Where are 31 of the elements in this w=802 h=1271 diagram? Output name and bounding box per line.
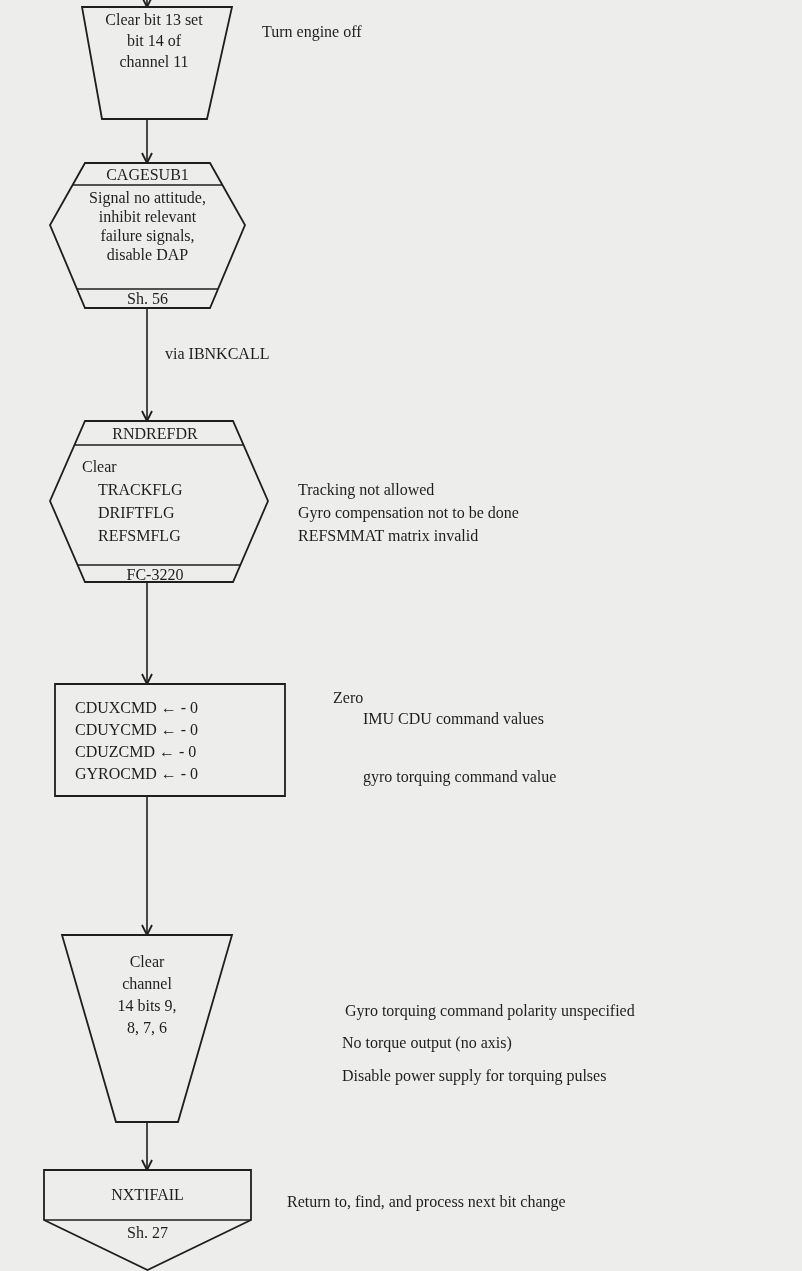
node-text: Clear TRACKFLG DRIFTFLG REFSMFLG	[82, 457, 184, 546]
arrow	[141, 307, 153, 422]
arrow	[141, 795, 153, 936]
node-text: Clear channel 14 bits 9, 8, 7, 6	[116, 952, 178, 1038]
flowchart-reference: FC-3220	[125, 565, 185, 584]
assignment-text: CDUYCMD ← - 0	[75, 720, 200, 740]
annotation-note: Gyro torquing command polarity unspecified	[345, 1001, 635, 1022]
routine-name: NXTIFAIL	[110, 1185, 185, 1204]
node-text: Signal no attitude, inhibit relevant failure signals, disable DAP	[88, 188, 207, 264]
arrow	[141, 118, 153, 164]
annotation-note: Turn engine off	[262, 22, 362, 43]
assignment-text: CDUZCMD ← - 0	[75, 742, 198, 762]
routine-name: RNDREFDR	[111, 424, 199, 443]
node-text: Clear bit 13 set bit 14 of channel 11	[104, 10, 204, 72]
arrow	[141, 0, 153, 8]
annotation-note: Return to, find, and process next bit change	[287, 1192, 566, 1213]
annotation-note: Zero	[333, 688, 364, 708]
annotation-note: No torque output (no axis)	[342, 1033, 512, 1054]
annotation-note: Tracking not allowed	[298, 480, 435, 501]
assignment-text: GYROCMD ← - 0	[75, 764, 200, 784]
assignment-text: CDUXCMD ← - 0	[75, 698, 200, 718]
arrow	[141, 581, 153, 685]
sheet-reference: Sh. 27	[126, 1223, 169, 1242]
sheet-reference: Sh. 56	[126, 289, 169, 308]
annotation-note: REFSMMAT matrix invalid	[298, 526, 479, 546]
annotation-note: Gyro compensation not to be done	[298, 503, 519, 524]
arrow	[141, 1121, 153, 1171]
routine-name: CAGESUB1	[105, 165, 190, 184]
annotation-note: gyro torquing command value	[363, 767, 557, 788]
annotation-note: IMU CDU command values	[363, 709, 544, 729]
annotation-note: Disable power supply for torquing pulses	[342, 1066, 607, 1087]
